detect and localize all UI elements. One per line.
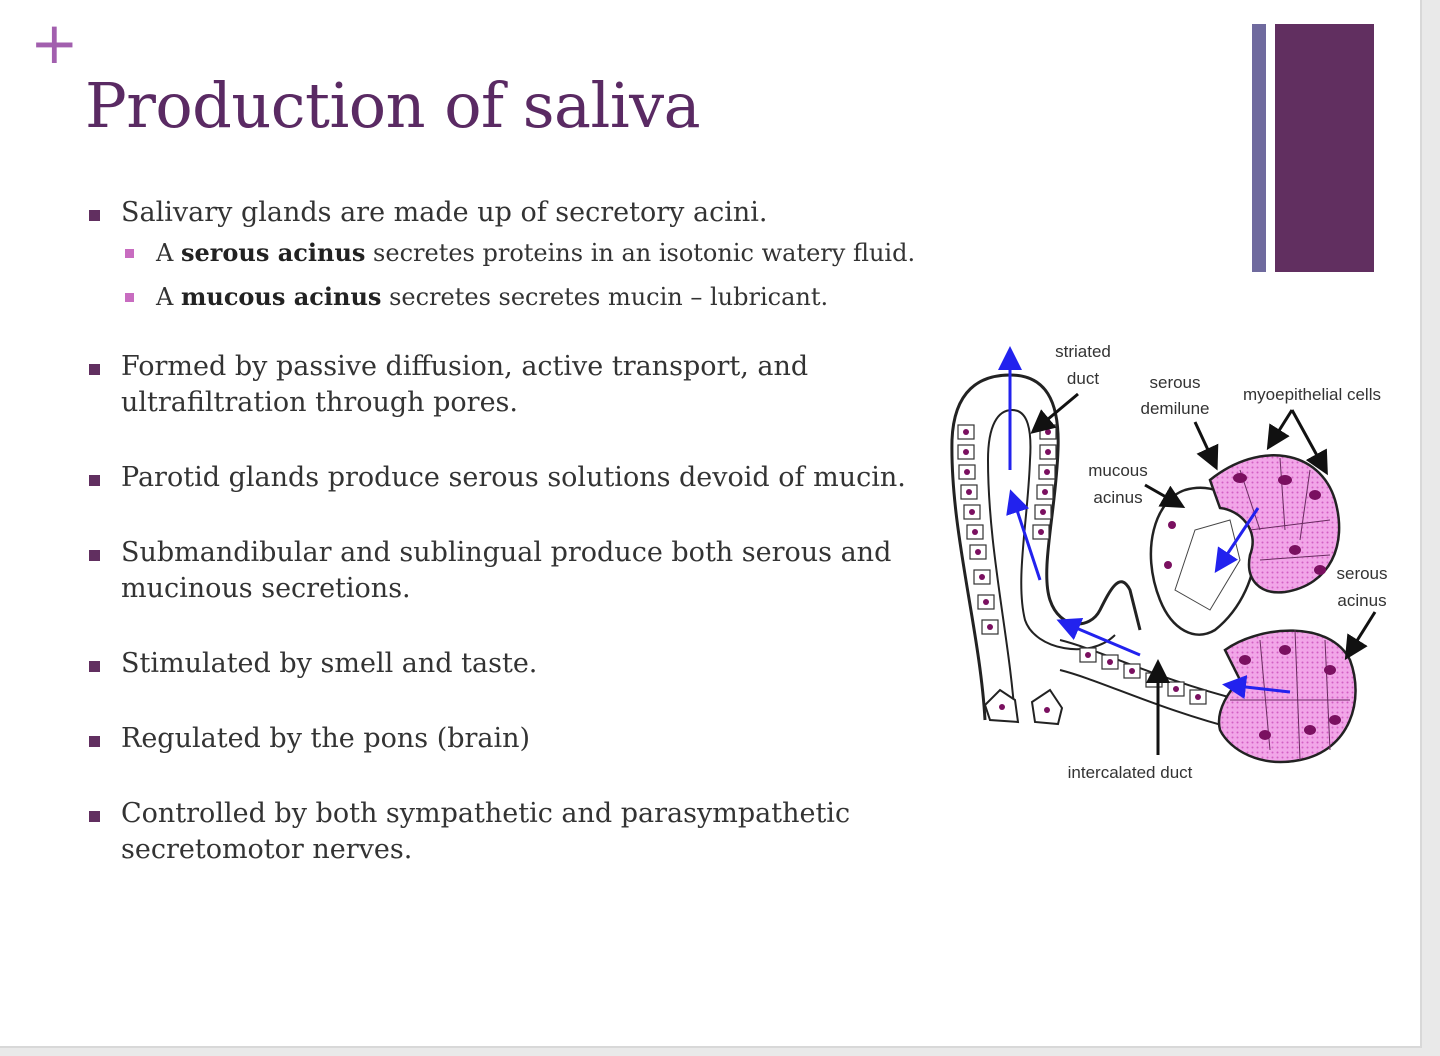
sub-bullet-post: secretes proteins in an isotonic watery … [365,239,916,267]
bullet-text: Formed by passive diffusion, active tran… [121,351,809,418]
pointer-arrows [1030,392,1377,755]
sub-bullet-term: serous acinus [180,238,366,267]
accent-bar-thick [1275,24,1374,272]
bullet-text: Salivary glands are made up of secretory… [121,197,768,228]
label-mucous-acinus-1: mucous [1088,461,1148,480]
serous-demilune-shape [1208,454,1341,594]
plus-icon: + [30,9,79,77]
bullet-text: Controlled by both sympathetic and paras… [121,798,851,865]
slide-title: Production of saliva [85,69,701,142]
bullet-text: Regulated by the pons (brain) [121,723,531,754]
sub-bullet-item: A serous acinus secretes proteins in an … [85,237,935,269]
bullet-marker [89,661,100,672]
label-striated-duct: duct [1067,369,1099,388]
bullet-text: Submandibular and sublingual produce bot… [121,537,892,604]
sub-bullet-pre: A [156,239,181,267]
sub-bullet-item: A mucous acinus secretes secretes mucin … [85,281,935,313]
bullet-item: Stimulated by smell and taste. [85,646,935,682]
bullet-item: Parotid glands produce serous solutions … [85,460,935,496]
intercalated-duct-shape [1059,639,1241,731]
sub-bullet-post: secretes secretes mucin – lubricant. [381,283,829,311]
bullet-marker [89,736,100,747]
bullet-item: Controlled by both sympathetic and paras… [85,796,935,868]
label-serous-demilune-2: demilune [1141,399,1210,418]
bullet-item: Regulated by the pons (brain) [85,721,935,757]
bullet-item: Formed by passive diffusion, active tran… [85,349,935,421]
label-serous-acinus-1: serous [1336,564,1387,583]
label-striated: striated [1055,342,1111,361]
sub-bullet-marker [125,293,134,302]
flow-arrows [998,346,1291,699]
bullet-marker [89,210,100,221]
label-myoepithelial: myoepithelial cells [1243,385,1381,404]
sub-bullet-marker [125,249,134,258]
striated-duct-shape [950,373,1142,726]
label-serous-acinus-2: acinus [1337,591,1386,610]
accent-bar-thin [1252,24,1266,272]
serous-acinus-shape [1217,629,1357,764]
diagram-labels: striated duct serous demilune myoepithel… [1055,342,1387,782]
bullet-text: Stimulated by smell and taste. [121,648,538,679]
label-intercalated-duct: intercalated duct [1068,763,1193,782]
label-serous-demilune-1: serous [1149,373,1200,392]
bullet-marker [89,550,100,561]
sub-bullet-pre: A [156,283,181,311]
bullet-text: Parotid glands produce serous solutions … [121,462,906,493]
bullet-item: Salivary glands are made up of secretory… [85,195,935,231]
bullet-marker [89,475,100,486]
bullet-item: Submandibular and sublingual produce bot… [85,535,935,607]
bullet-list: Salivary glands are made up of secretory… [85,195,935,868]
bullet-marker [89,364,100,375]
label-mucous-acinus-2: acinus [1093,488,1142,507]
bullet-marker [89,811,100,822]
salivary-gland-diagram: striated duct serous demilune myoepithel… [950,342,1388,782]
sub-bullet-term: mucous acinus [180,282,382,311]
